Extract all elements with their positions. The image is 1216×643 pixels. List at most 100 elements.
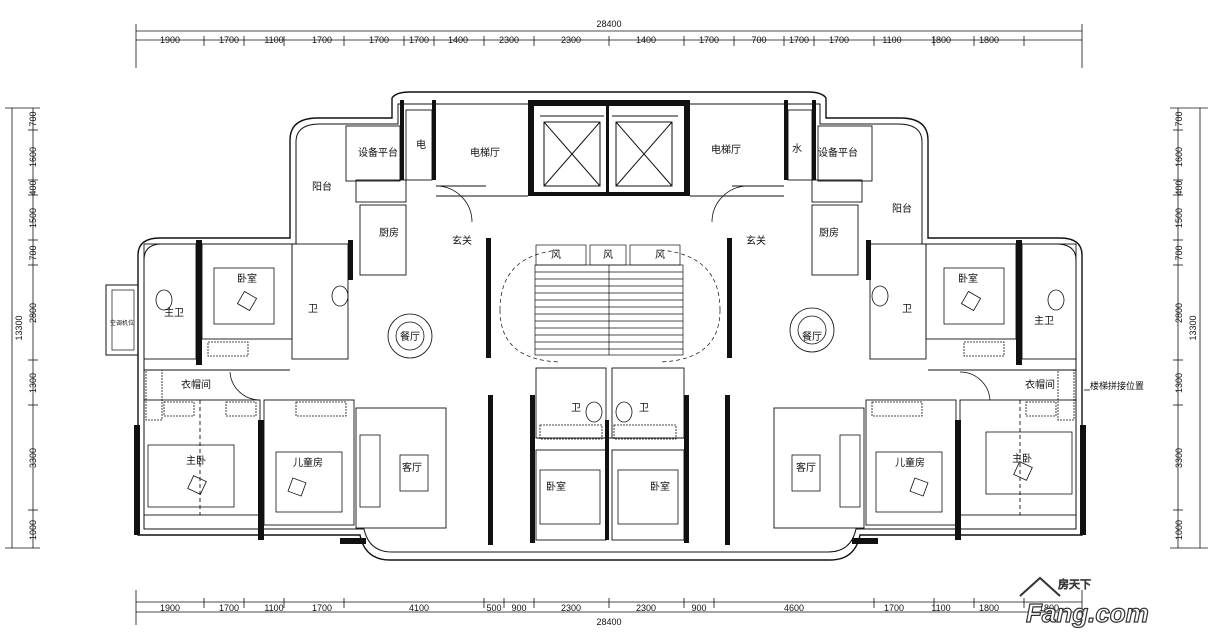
label-bedroom-left: 卧室 <box>237 272 257 285</box>
svg-text:700: 700 <box>751 35 766 45</box>
elevator-left <box>543 121 601 187</box>
svg-text:1800: 1800 <box>979 35 999 45</box>
label-living-right: 客厅 <box>796 461 816 474</box>
svg-text:1600: 1600 <box>1174 147 1184 167</box>
label-bath-right: 卫 <box>902 304 912 315</box>
watermark-logo: Fang.com 房天下 <box>1019 576 1149 629</box>
label-wind-2: 风 <box>603 249 613 261</box>
label-kitchen-right: 厨房 <box>819 226 839 239</box>
label-closet-left: 衣帽间 <box>181 378 211 391</box>
svg-text:4100: 4100 <box>409 603 429 613</box>
svg-text:1100: 1100 <box>931 603 950 613</box>
label-elevator-hall-right: 电梯厅 <box>711 143 741 156</box>
label-dining-right: 餐厅 <box>802 330 822 343</box>
svg-text:1700: 1700 <box>699 35 719 45</box>
top-total: 28400 <box>596 19 621 29</box>
bed-center-right <box>617 469 679 525</box>
svg-text:1800: 1800 <box>1039 603 1059 613</box>
svg-text:1700: 1700 <box>219 35 239 45</box>
label-master-bedroom-left: 主卧 <box>186 454 206 467</box>
label-bedroom-center-right: 卧室 <box>650 480 670 493</box>
bottom-total: 28400 <box>596 617 621 627</box>
svg-text:1100: 1100 <box>264 603 283 613</box>
svg-text:700: 700 <box>1174 245 1184 260</box>
bed-master-right <box>985 431 1073 495</box>
label-master-bath-right: 主卫 <box>1034 315 1054 327</box>
label-equipment-platform-left: 设备平台 <box>358 146 398 159</box>
dining-table-right <box>789 307 835 353</box>
svg-text:1800: 1800 <box>979 603 999 613</box>
top-dimension-lines <box>135 24 1083 68</box>
label-living-left: 客厅 <box>402 461 422 474</box>
svg-text:1700: 1700 <box>884 603 904 613</box>
label-balcony-left: 阳台 <box>312 180 332 193</box>
svg-text:4600: 4600 <box>784 603 804 613</box>
svg-text:1700: 1700 <box>789 35 809 45</box>
svg-text:3300: 3300 <box>28 448 38 468</box>
room-labels-right: 水 设备平台 电梯厅 阳台 厨房 玄关 卧室 卫 主卫 餐厅 衣帽间 儿童房 主… <box>711 143 1055 474</box>
right-dimension-labels: 700 1600 400 1500 700 2800 1300 3300 100… <box>1174 111 1198 540</box>
svg-text:13300: 13300 <box>1188 315 1198 340</box>
sofa-left <box>359 434 381 508</box>
svg-text:1500: 1500 <box>28 208 38 228</box>
svg-text:1400: 1400 <box>636 35 656 45</box>
left-dimension-labels: 700 1600 400 1500 700 2800 1300 3300 100… <box>14 111 38 540</box>
svg-text:1300: 1300 <box>28 373 38 393</box>
label-dining-left: 餐厅 <box>400 330 420 343</box>
label-kitchen-left: 厨房 <box>379 226 399 239</box>
svg-text:700: 700 <box>28 111 38 126</box>
bed-kids-left <box>275 451 343 513</box>
svg-text:400: 400 <box>1174 180 1184 195</box>
label-foyer-left: 玄关 <box>452 234 472 247</box>
svg-text:2300: 2300 <box>561 35 581 45</box>
stair-connection-annotation: 楼梯拼接位置 <box>1084 380 1144 392</box>
furniture <box>145 185 1075 525</box>
svg-text:700: 700 <box>1174 111 1184 126</box>
svg-text:1700: 1700 <box>409 35 429 45</box>
label-electric-room: 电 <box>416 138 426 151</box>
label-aircon-left: 空调机位 <box>110 319 134 327</box>
bed-master-left <box>147 444 235 508</box>
label-bath-center-left: 卫 <box>571 403 581 414</box>
svg-text:1700: 1700 <box>369 35 389 45</box>
svg-text:1900: 1900 <box>160 35 180 45</box>
building-outline <box>105 91 1083 561</box>
label-kids-room-left: 儿童房 <box>293 456 323 469</box>
bottom-dimension-labels: 1900 1700 1100 1700 4100 500 900 2300 23… <box>160 603 1059 627</box>
svg-text:1700: 1700 <box>219 603 239 613</box>
dining-table-left <box>387 313 433 359</box>
svg-text:900: 900 <box>691 603 706 613</box>
svg-text:房天下: 房天下 <box>1058 578 1091 591</box>
svg-text:700: 700 <box>28 245 38 260</box>
label-bath-center-right: 卫 <box>639 403 649 414</box>
label-balcony-right: 阳台 <box>892 202 912 215</box>
interior-lines <box>143 109 1077 541</box>
svg-text:3300: 3300 <box>1174 448 1184 468</box>
stair-treads <box>535 271 683 350</box>
svg-text:1800: 1800 <box>931 35 951 45</box>
svg-text:1500: 1500 <box>1174 208 1184 228</box>
label-equipment-platform-right: 设备平台 <box>818 146 858 159</box>
left-aircon-bay <box>105 284 139 356</box>
stairs <box>499 244 721 363</box>
top-dimension-labels: 28400 1900 1700 1100 1700 1700 1700 1400… <box>160 19 999 45</box>
room-labels-center: 风 风 风 卫 卫 卧室 卧室 <box>546 249 670 493</box>
svg-text:1600: 1600 <box>28 147 38 167</box>
elevator-right <box>615 121 673 187</box>
svg-text:400: 400 <box>28 180 38 195</box>
svg-text:900: 900 <box>511 603 526 613</box>
svg-text:1100: 1100 <box>882 35 901 45</box>
svg-text:2300: 2300 <box>499 35 519 45</box>
label-bedroom-center-left: 卧室 <box>546 480 566 493</box>
bed-left-bedroom <box>213 267 275 325</box>
svg-text:1700: 1700 <box>829 35 849 45</box>
svg-text:2300: 2300 <box>636 603 656 613</box>
elevators <box>540 115 678 187</box>
svg-text:1100: 1100 <box>264 35 283 45</box>
label-wind-3: 风 <box>655 249 665 261</box>
svg-text:1900: 1900 <box>160 603 180 613</box>
label-bath-left: 卫 <box>308 304 318 315</box>
bed-center-left <box>539 469 601 525</box>
sofa-right <box>839 434 861 508</box>
